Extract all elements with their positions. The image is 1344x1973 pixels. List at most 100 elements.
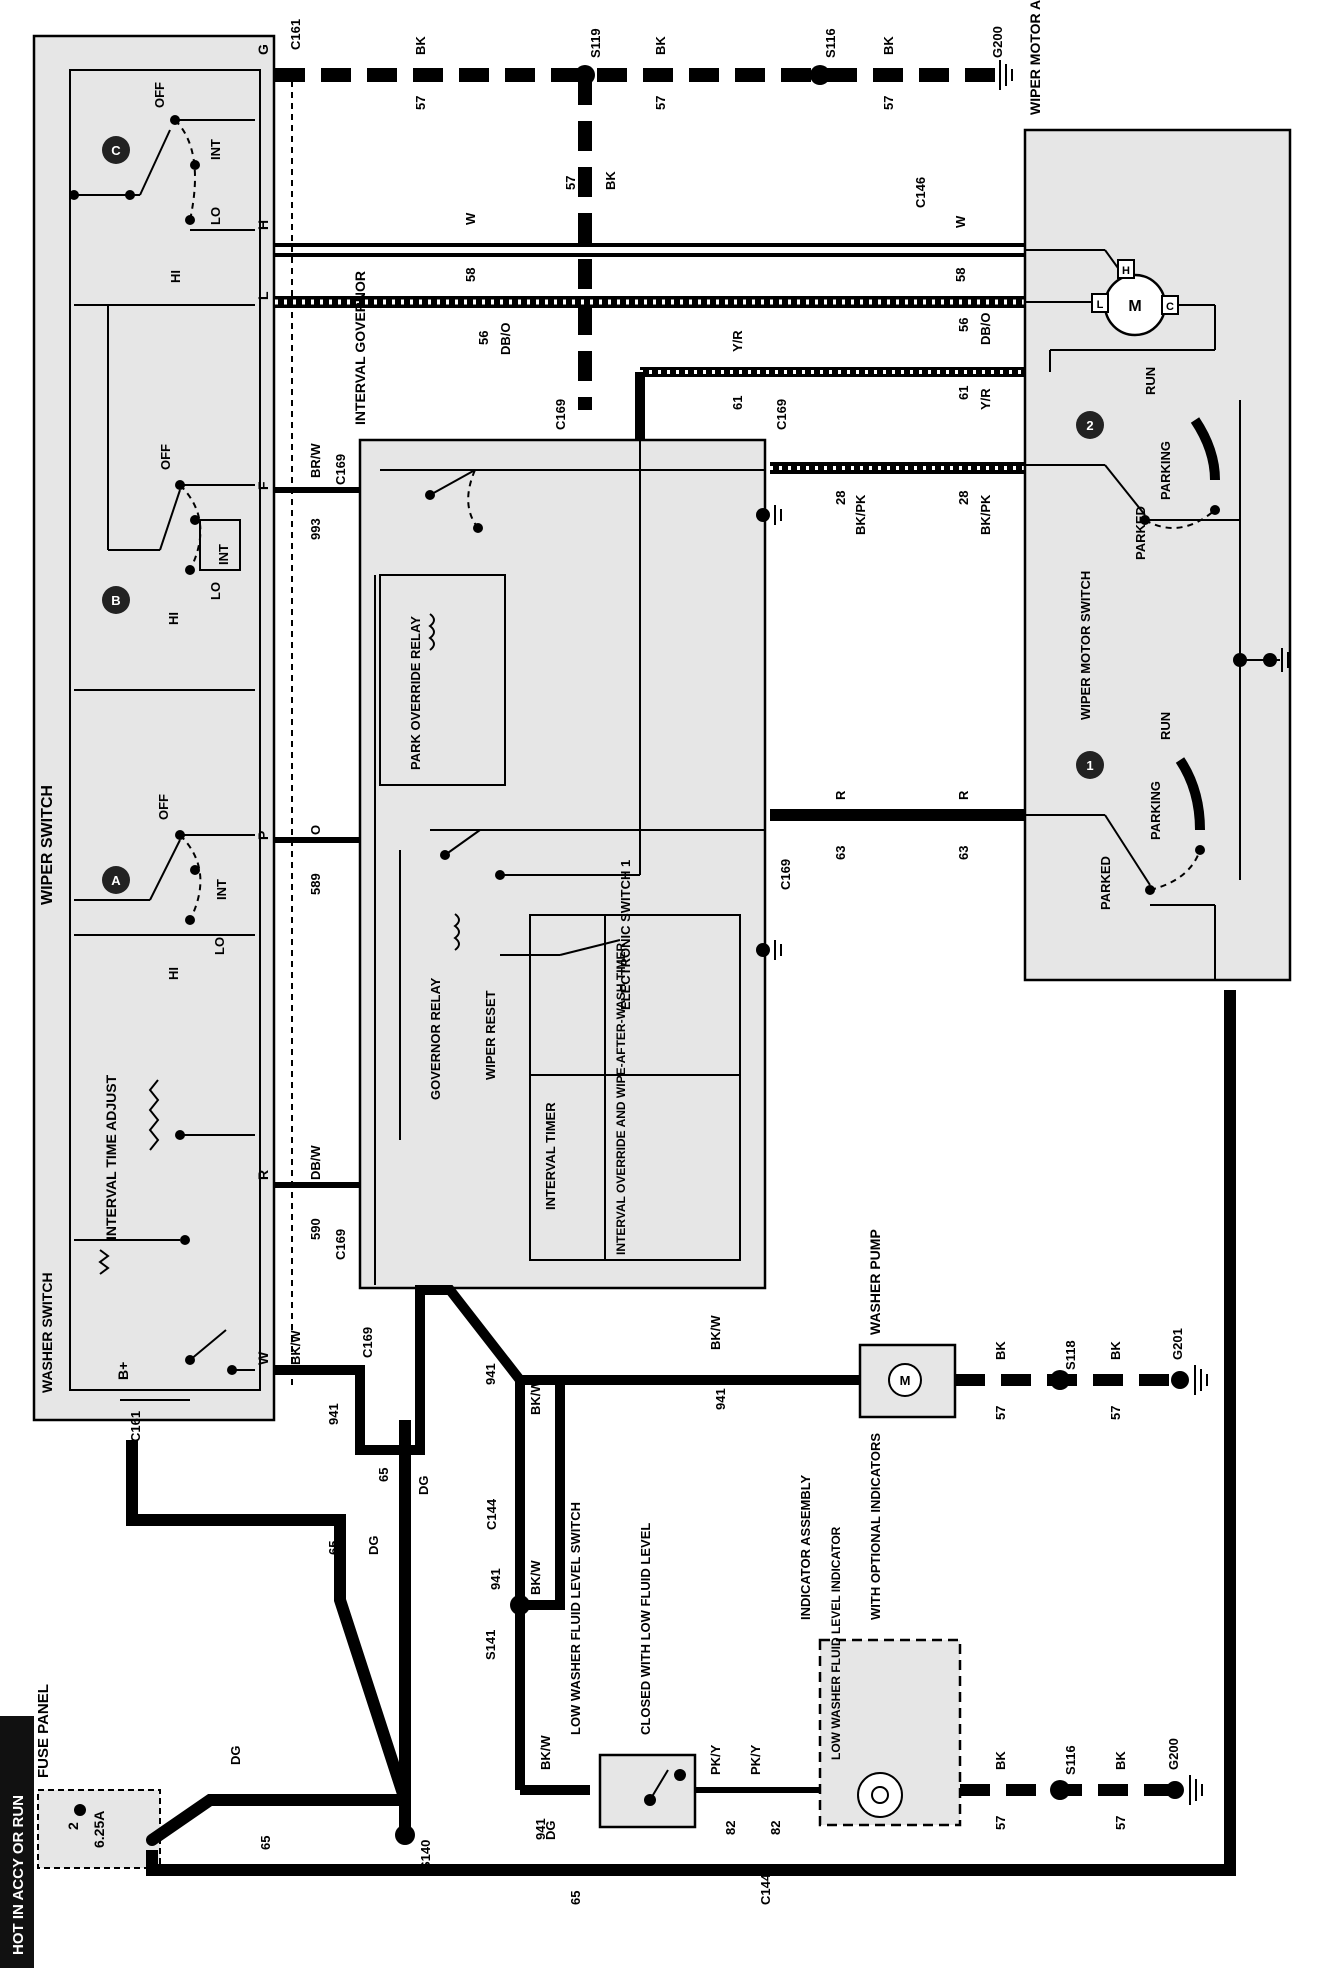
svg-text:INT: INT bbox=[208, 139, 223, 160]
terminal-w: W bbox=[255, 1351, 271, 1365]
circuit-28: 28 BK/PK 28 BK/PK bbox=[770, 462, 1025, 535]
hot-label: HOT IN ACCY OR RUN bbox=[0, 1716, 34, 1968]
terminal-l: L bbox=[255, 291, 271, 300]
svg-text:INT: INT bbox=[216, 544, 231, 565]
svg-text:57: 57 bbox=[653, 96, 668, 110]
low-fluid-switch: LOW WASHER FLUID LEVEL SWITCH CLOSED WIT… bbox=[568, 1502, 820, 1905]
svg-text:DG: DG bbox=[543, 1821, 558, 1841]
svg-text:BK/W: BK/W bbox=[538, 1735, 553, 1770]
svg-text:M: M bbox=[900, 1373, 911, 1388]
svg-text:993: 993 bbox=[308, 518, 323, 540]
svg-text:G201: G201 bbox=[1170, 1328, 1185, 1360]
interval-governor-title: INTERVAL GOVERNOR bbox=[352, 271, 368, 425]
svg-text:HI: HI bbox=[166, 967, 181, 980]
svg-text:LO: LO bbox=[208, 207, 223, 225]
fuse-terminal-top bbox=[74, 1804, 86, 1816]
svg-text:RUN: RUN bbox=[1158, 712, 1173, 740]
indicator-assembly-title: INDICATOR ASSEMBLY bbox=[798, 1474, 813, 1620]
svg-text:C169: C169 bbox=[553, 399, 568, 430]
svg-text:DG: DG bbox=[416, 1476, 431, 1496]
wiper-motor-box: WIPER MOTOR AND SWITCH M L H C WIPER MOT… bbox=[1023, 0, 1292, 982]
svg-text:C: C bbox=[111, 143, 121, 158]
svg-text:C169: C169 bbox=[778, 859, 793, 890]
svg-text:OFF: OFF bbox=[158, 444, 173, 470]
svg-text:57: 57 bbox=[993, 1406, 1008, 1420]
svg-text:INT: INT bbox=[214, 879, 229, 900]
svg-text:PARKED: PARKED bbox=[1133, 506, 1148, 560]
svg-text:C: C bbox=[1166, 301, 1174, 313]
circuit-65: C161 65 DG 65 DG DG 65 DG 65 S140 bbox=[126, 990, 1236, 1905]
svg-text:DB/W: DB/W bbox=[308, 1145, 323, 1180]
circuit-61: Y/R 61 61 Y/R C169 bbox=[635, 330, 1025, 440]
wiper-switch-inner bbox=[69, 69, 261, 1391]
svg-text:S140: S140 bbox=[418, 1840, 433, 1870]
section-c-badge bbox=[102, 136, 130, 164]
interval-timer-label: INTERVAL TIMER bbox=[543, 1102, 558, 1210]
s116-top-node bbox=[810, 65, 830, 85]
svg-text:BK: BK bbox=[603, 171, 618, 190]
svg-text:56: 56 bbox=[956, 318, 971, 332]
svg-text:S116: S116 bbox=[1063, 1745, 1078, 1775]
svg-text:L: L bbox=[1097, 299, 1104, 311]
circuit-58: W 58 C146 W 58 bbox=[275, 177, 1025, 282]
svg-text:Y/R: Y/R bbox=[978, 388, 993, 410]
svg-text:BK: BK bbox=[1113, 1751, 1128, 1770]
svg-text:C161: C161 bbox=[128, 1411, 143, 1442]
svg-text:S116: S116 bbox=[823, 28, 838, 58]
svg-text:28: 28 bbox=[833, 491, 848, 505]
s141-node bbox=[510, 1595, 530, 1615]
svg-text:DG: DG bbox=[366, 1536, 381, 1556]
svg-text:82: 82 bbox=[723, 1821, 738, 1835]
svg-text:56: 56 bbox=[476, 331, 491, 345]
terminal-r: R bbox=[255, 1170, 271, 1180]
svg-text:HI: HI bbox=[168, 270, 183, 283]
governor-input-wires: BR/W 993 C169 O 589 DB/W 590 C169 bbox=[275, 443, 360, 1260]
svg-text:LO: LO bbox=[208, 582, 223, 600]
svg-text:C169: C169 bbox=[774, 399, 789, 430]
svg-text:BR/W: BR/W bbox=[308, 443, 323, 478]
svg-text:M: M bbox=[1128, 298, 1141, 315]
svg-text:HOT IN ACCY OR RUN: HOT IN ACCY OR RUN bbox=[10, 1795, 27, 1955]
svg-text:1: 1 bbox=[1086, 758, 1093, 773]
svg-text:G200: G200 bbox=[990, 26, 1005, 58]
svg-text:PARKED: PARKED bbox=[1098, 856, 1113, 910]
fuse-number: 2 bbox=[65, 1822, 81, 1830]
svg-text:65: 65 bbox=[568, 1891, 583, 1905]
svg-text:C144: C144 bbox=[484, 1498, 499, 1530]
section-b-badge bbox=[102, 586, 130, 614]
terminal-p: P bbox=[255, 831, 271, 840]
washer-pump: M WASHER PUMP BK 57 S118 BK 57 G201 bbox=[858, 1229, 1208, 1420]
svg-text:C169: C169 bbox=[333, 1229, 348, 1260]
svg-text:R: R bbox=[956, 790, 971, 800]
circuit-57-top: C161 BK 57 S119 BK 57 S116 BK 57 G200 57… bbox=[275, 19, 1013, 430]
interval-time-adjust-label: INTERVAL TIME ADJUST bbox=[103, 1074, 119, 1240]
svg-text:57: 57 bbox=[563, 176, 578, 190]
svg-text:O: O bbox=[308, 825, 323, 835]
svg-text:941: 941 bbox=[483, 1363, 498, 1385]
svg-text:G200: G200 bbox=[1166, 1738, 1181, 1770]
indicator-assembly-note: WITH OPTIONAL INDICATORS bbox=[868, 1433, 883, 1620]
svg-text:57: 57 bbox=[1113, 1816, 1128, 1830]
svg-text:DG: DG bbox=[228, 1746, 243, 1766]
section-a-badge bbox=[102, 866, 130, 894]
svg-text:BK/W: BK/W bbox=[528, 1560, 543, 1595]
interval-override-label: INTERVAL OVERRIDE AND WIPE-AFTER-WASH TI… bbox=[614, 942, 628, 1255]
park-override-relay-label: PARK OVERRIDE RELAY bbox=[408, 616, 423, 770]
svg-text:57: 57 bbox=[1108, 1406, 1123, 1420]
svg-text:2: 2 bbox=[1086, 418, 1093, 433]
svg-text:BK: BK bbox=[993, 1341, 1008, 1360]
svg-text:65: 65 bbox=[376, 1468, 391, 1482]
svg-text:W: W bbox=[953, 215, 968, 228]
svg-text:OFF: OFF bbox=[156, 794, 171, 820]
svg-text:RUN: RUN bbox=[1143, 367, 1158, 395]
svg-text:589: 589 bbox=[308, 873, 323, 895]
svg-text:OFF: OFF bbox=[152, 82, 167, 108]
svg-text:LO: LO bbox=[212, 937, 227, 955]
wiper-switch-title: WIPER SWITCH bbox=[39, 785, 56, 905]
svg-text:63: 63 bbox=[833, 846, 848, 860]
svg-text:DB/O: DB/O bbox=[498, 323, 513, 356]
terminal-f: F bbox=[255, 481, 271, 490]
circuit-941: BK/W 941 941 BK/W C144 941 BK/W S141 BK/… bbox=[275, 1285, 860, 1840]
svg-text:590: 590 bbox=[308, 1218, 323, 1240]
